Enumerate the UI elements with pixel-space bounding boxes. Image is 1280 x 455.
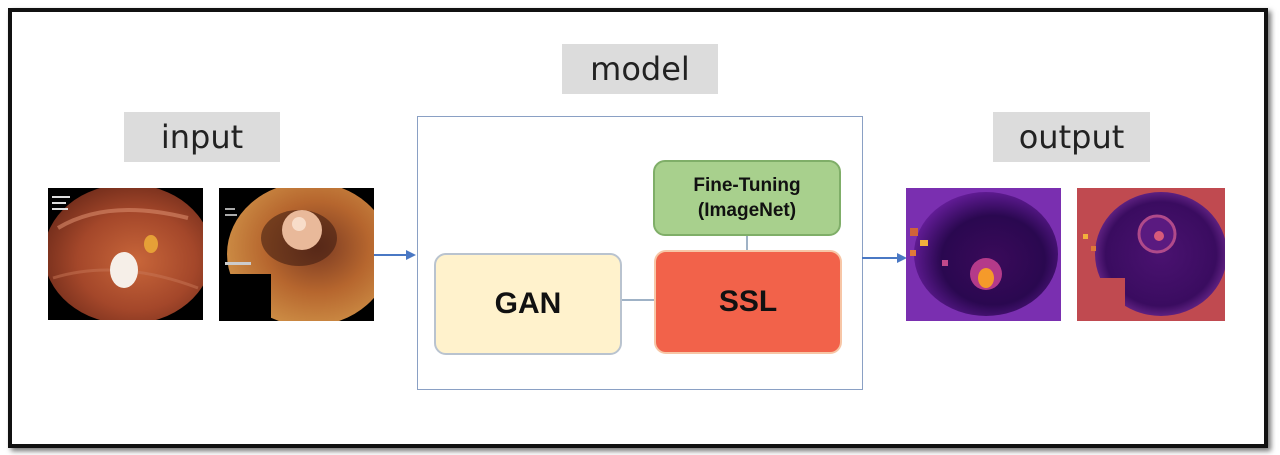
fine-tuning-block: Fine-Tuning (ImageNet) xyxy=(653,160,841,236)
output-image-2 xyxy=(1077,188,1225,321)
input-image-1 xyxy=(48,188,203,320)
gan-block: GAN xyxy=(434,253,622,355)
output-label: output xyxy=(993,112,1150,162)
output-image-1 xyxy=(906,188,1061,321)
model-label: model xyxy=(562,44,718,94)
input-image-2 xyxy=(219,188,374,321)
ssl-block: SSL xyxy=(654,250,842,354)
input-label: input xyxy=(124,112,280,162)
